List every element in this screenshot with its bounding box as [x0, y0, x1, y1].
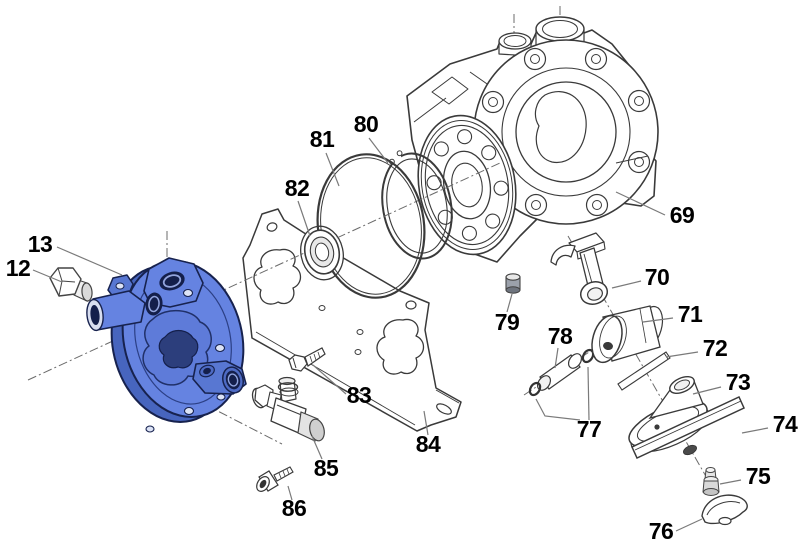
leader-line [506, 293, 513, 313]
cover-bolt-holes [145, 288, 226, 433]
part-number-76[interactable]: 76 [649, 518, 674, 544]
callout-69[interactable]: 69 [615, 191, 695, 228]
callout-71[interactable]: 71 [642, 301, 704, 327]
callout-76[interactable]: 76 [649, 518, 703, 544]
callout-81[interactable]: 81 [310, 126, 340, 187]
leader-line [312, 364, 347, 395]
callout-74[interactable]: 74 [741, 411, 799, 437]
part-78-pin [536, 353, 583, 391]
callout-86[interactable]: 86 [282, 485, 307, 521]
callout-78[interactable]: 78 [548, 323, 574, 369]
callout-84[interactable]: 84 [416, 410, 442, 457]
callout-12[interactable]: 12 [6, 255, 63, 283]
part-79-plug [505, 273, 521, 294]
part-number-12[interactable]: 12 [6, 255, 31, 281]
part-86-screw [256, 466, 294, 492]
callout-73[interactable]: 73 [692, 369, 751, 395]
callout-13[interactable]: 13 [28, 231, 123, 276]
part-bearing [417, 114, 517, 256]
part-number-80[interactable]: 80 [354, 111, 379, 137]
socket-hole [259, 479, 267, 489]
leader-line [32, 269, 63, 283]
part-12-plug [49, 267, 93, 302]
part-number-82[interactable]: 82 [285, 175, 310, 201]
callout-70[interactable]: 70 [611, 264, 670, 290]
leader-line [56, 246, 123, 276]
part-70-connecting-rod [550, 232, 609, 306]
leader-line [615, 191, 666, 216]
callout-79[interactable]: 79 [495, 293, 520, 335]
part-83-bolt [288, 347, 326, 372]
part-71-piston [591, 305, 664, 364]
crank-chamber-opening [534, 90, 587, 164]
leader-line [535, 398, 581, 421]
callout-85[interactable]: 85 [311, 435, 340, 481]
part-76-cap [701, 494, 748, 526]
leader-line [741, 427, 769, 434]
leader-line [692, 386, 722, 395]
part-number-69[interactable]: 69 [670, 202, 695, 228]
piston-pin-hole [603, 341, 613, 351]
foot-edge [615, 155, 649, 164]
leader-line [423, 410, 429, 436]
leader-line [297, 200, 311, 237]
callout-75[interactable]: 75 [719, 463, 772, 489]
leader-line [287, 485, 293, 501]
part-number-71[interactable]: 71 [678, 301, 704, 327]
part-number-70[interactable]: 70 [645, 264, 670, 290]
part-number-81[interactable]: 81 [310, 126, 336, 152]
part-72-pin [617, 351, 671, 391]
part-number-79[interactable]: 79 [495, 309, 520, 335]
part-number-72[interactable]: 72 [703, 335, 728, 361]
part-13-cover-highlighted[interactable] [85, 248, 259, 435]
leader-line [665, 351, 699, 358]
leader-line [325, 152, 340, 187]
part-74-plate [631, 395, 745, 460]
part-85-valve [251, 376, 325, 442]
bearing-balls [426, 129, 509, 241]
callout-82[interactable]: 82 [285, 175, 311, 237]
port-centerline [203, 403, 283, 445]
callout-83[interactable]: 83 [312, 364, 372, 408]
callout-72[interactable]: 72 [665, 335, 728, 361]
leader-line [611, 280, 642, 289]
callout-80[interactable]: 80 [354, 111, 389, 164]
crankcase-front-flange [473, 39, 659, 225]
leader-line [719, 479, 742, 485]
part-82-oil-seal [303, 229, 341, 275]
plate-cutout-lower [376, 318, 425, 375]
leader-line [587, 366, 590, 421]
leader-line [311, 435, 323, 460]
part-number-13[interactable]: 13 [28, 231, 53, 257]
main-axis-centerline [27, 162, 501, 381]
part-number-75[interactable]: 75 [746, 463, 772, 489]
part-number-73[interactable]: 73 [726, 369, 751, 395]
part-number-84[interactable]: 84 [416, 431, 442, 457]
plate-foot-slot [436, 403, 452, 415]
part-number-77[interactable]: 77 [577, 416, 602, 442]
plate-cutout-upper [253, 248, 302, 305]
part-75-fitting [702, 467, 720, 496]
part-number-86[interactable]: 86 [282, 495, 307, 521]
leader-line [642, 317, 674, 323]
leader-line [554, 347, 559, 369]
part-number-83[interactable]: 83 [347, 382, 372, 408]
cover-center-bore [158, 329, 199, 369]
part-77-o-rings [528, 348, 595, 397]
callout-77[interactable]: 77 [535, 366, 602, 442]
part-number-78[interactable]: 78 [548, 323, 574, 349]
plate-stud [683, 444, 697, 456]
leader-line [675, 518, 703, 532]
part-number-85[interactable]: 85 [314, 455, 340, 481]
leader-line [368, 137, 389, 164]
part-80-snap-ring [381, 150, 453, 260]
part-number-74[interactable]: 74 [773, 411, 799, 437]
